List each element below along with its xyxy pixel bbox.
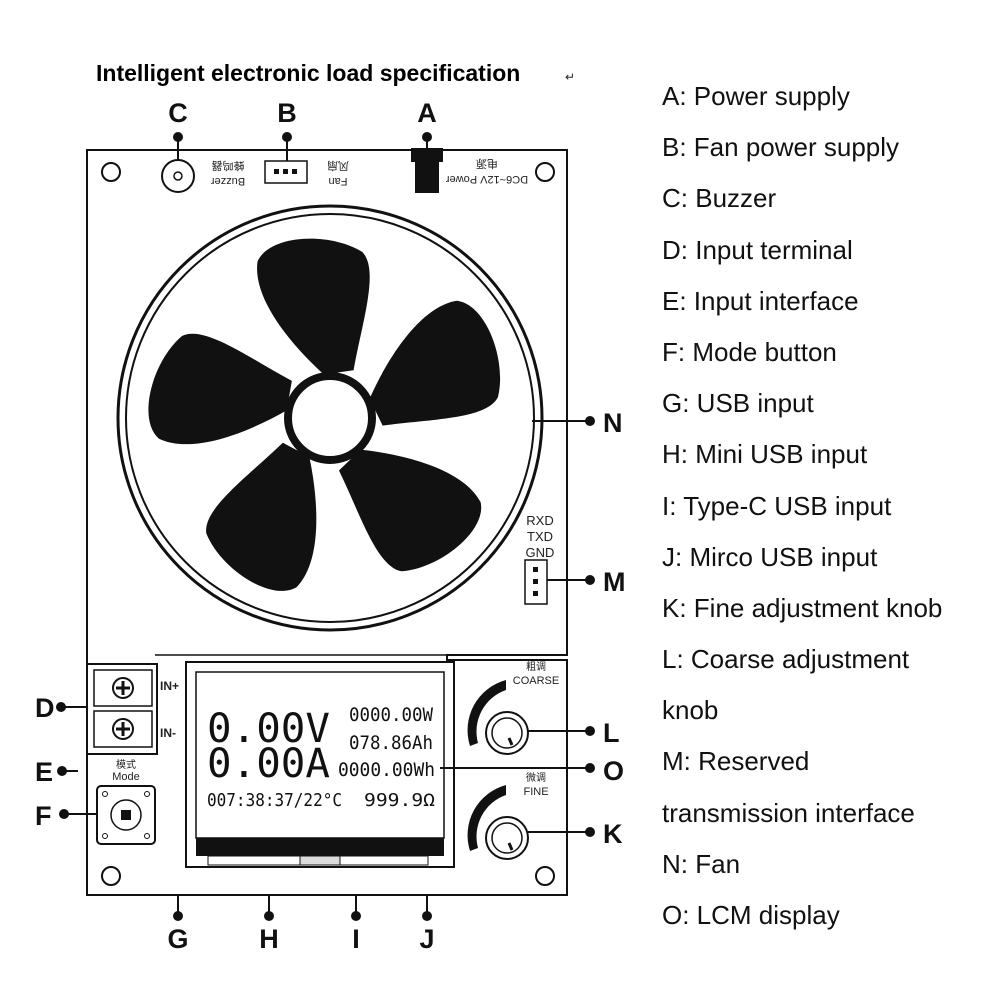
lcd-current: 0.00A xyxy=(207,741,330,787)
legend-list: A: Power supply B: Fan power supply C: B… xyxy=(662,76,998,946)
callout-c: C xyxy=(168,98,188,128)
buzzer-label-group: Buzzer 蜂鸣器 xyxy=(211,159,246,187)
callout-d: D xyxy=(35,693,55,723)
in-minus-label: IN- xyxy=(160,726,176,740)
fan-inner-ring xyxy=(125,213,535,623)
mounting-hole-icon xyxy=(101,866,121,886)
lcd-resistance: 999.9Ω xyxy=(364,790,435,811)
legend-item: E: Input interface xyxy=(662,285,859,316)
callout-l: L xyxy=(603,718,620,748)
power-label-cn: 电源 xyxy=(476,157,498,171)
fine-label-cn: 微调 xyxy=(526,771,546,784)
callout-e: E xyxy=(35,757,53,787)
power-label-en: DC6~12V Power xyxy=(446,173,529,185)
rxd-label: RXD xyxy=(526,513,553,528)
legend-item: A: Power supply xyxy=(662,81,850,111)
buzzer-label-cn: 蜂鸣器 xyxy=(212,159,245,173)
serial-header xyxy=(524,559,548,605)
legend-item: J: Mirco USB input xyxy=(662,541,878,572)
mounting-hole-icon xyxy=(535,866,555,886)
legend-item: I: Type-C USB input xyxy=(662,490,892,521)
fan-label-cn: 风扇 xyxy=(327,159,349,173)
legend-item: H: Mini USB input xyxy=(662,439,868,470)
power-jack-icon xyxy=(415,160,439,193)
coarse-label-cn: 粗调 xyxy=(526,661,546,673)
legend-item: transmission interface xyxy=(662,797,915,828)
fine-label-en: FINE xyxy=(523,786,548,798)
gnd-label: GND xyxy=(526,545,555,560)
mode-label-en: Mode xyxy=(112,771,140,783)
mounting-hole-icon xyxy=(101,162,121,182)
coarse-label-en: COARSE xyxy=(513,675,559,687)
legend-item: G: USB input xyxy=(662,388,814,419)
legend-item: L: Coarse adjustment xyxy=(662,644,910,675)
lcd-energy: 0000.00Wh xyxy=(338,759,435,781)
fine-arc-icon xyxy=(467,785,506,851)
callout-o: O xyxy=(603,756,624,786)
fan-blade xyxy=(338,449,482,572)
legend-item: O: LCM display xyxy=(662,900,840,930)
fan-blade-icon xyxy=(148,238,501,591)
callout-g: G xyxy=(167,924,188,954)
fan-connector xyxy=(264,160,308,184)
coarse-knob[interactable] xyxy=(485,711,529,755)
txd-label: TXD xyxy=(527,529,553,544)
diagram-title: Intelligent electronic load specificatio… xyxy=(96,60,520,86)
callout-dots xyxy=(56,132,595,921)
lcd-voltage: 0.00V xyxy=(207,706,330,752)
mode-button[interactable] xyxy=(96,785,156,845)
fan-blade xyxy=(257,238,370,375)
fan-label-group: Fan 风扇 xyxy=(327,159,349,187)
mode-label-cn: 模式 xyxy=(116,758,136,771)
lcd-power: 0000.00W xyxy=(349,704,434,726)
callout-k: K xyxy=(603,819,623,849)
fan-blade xyxy=(206,442,317,591)
lcd-time-temp: 007:38:37/22°C xyxy=(207,790,342,811)
fan-hub xyxy=(284,372,376,464)
legend-item: knob xyxy=(662,695,719,726)
buzzer-label-en: Buzzer xyxy=(211,175,246,187)
lcd-capacity: 078.86Ah xyxy=(349,732,433,754)
callout-n: N xyxy=(603,408,623,438)
input-terminal xyxy=(86,663,158,755)
fan-blade xyxy=(369,300,501,426)
in-plus-label: IN+ xyxy=(160,679,179,693)
mounting-hole-icon xyxy=(535,162,555,182)
callout-a: A xyxy=(417,98,437,128)
title-return-mark: ↵ xyxy=(565,70,575,84)
callout-i: I xyxy=(352,924,360,954)
legend-item: C: Buzzer xyxy=(662,183,777,214)
fan xyxy=(116,204,544,632)
buzzer-center-icon xyxy=(173,171,183,181)
legend-item: F: Mode button xyxy=(662,336,837,367)
power-jack xyxy=(411,148,443,193)
legend-item: K: Fine adjustment knob xyxy=(662,592,943,623)
legend-item: B: Fan power supply xyxy=(662,132,900,163)
fan-blade xyxy=(148,333,292,445)
callout-h: H xyxy=(259,924,279,954)
lcd-display: 0.00V 0.00A 0000.00W 078.86Ah 0000.00Wh … xyxy=(185,661,455,868)
callout-m: M xyxy=(603,567,626,597)
coarse-arc-icon xyxy=(467,680,506,746)
fan-label-en: Fan xyxy=(329,175,348,187)
power-label-group: DC6~12V Power 电源 xyxy=(446,157,529,185)
callout-f: F xyxy=(35,801,52,831)
callout-leaders xyxy=(60,138,590,915)
fine-knob[interactable] xyxy=(485,816,529,860)
callout-b: B xyxy=(277,98,297,128)
callout-j: J xyxy=(419,924,434,954)
legend-item: M: Reserved xyxy=(662,746,810,777)
legend-item: N: Fan xyxy=(662,848,741,879)
legend-item: D: Input terminal xyxy=(662,234,853,265)
